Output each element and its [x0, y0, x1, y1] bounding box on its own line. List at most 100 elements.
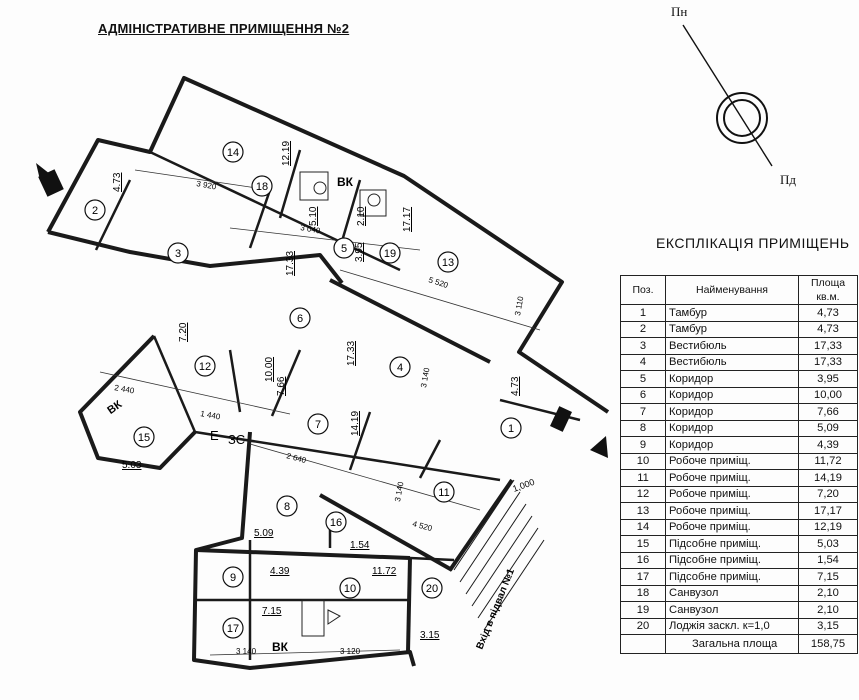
room-number: 18: [256, 181, 268, 193]
total-label: Загальна площа: [665, 634, 799, 654]
entrance-right-icon: [550, 406, 608, 458]
area-label: 7.66: [276, 376, 287, 396]
stair-width: 1,000: [511, 477, 536, 494]
row-pos: 4: [620, 353, 666, 371]
room-number: 11: [438, 487, 449, 499]
row-pos: 1: [620, 304, 666, 322]
room-marker-8: 8: [276, 495, 298, 517]
row-name: Коридор: [665, 419, 799, 437]
row-pos: 15: [620, 535, 666, 553]
room-marker-2: 2: [84, 199, 106, 221]
row-area: 17,33: [798, 353, 858, 371]
dimension-label: 3 120: [340, 647, 361, 656]
room-marker-11: 11: [433, 481, 455, 503]
area-label: 3.15: [420, 630, 440, 641]
row-pos: 10: [620, 452, 666, 470]
dimension-label: 2 640: [285, 451, 307, 465]
area-label: 7.20: [178, 322, 189, 342]
room-number: 17: [227, 623, 239, 635]
room-circle: [500, 417, 522, 439]
room-number: 1: [508, 423, 514, 435]
row-name: Санвузол: [665, 601, 799, 619]
room-circle: [251, 175, 273, 197]
room-circle: [437, 251, 459, 273]
row-area: 3,95: [798, 370, 858, 388]
row-pos: 11: [620, 469, 666, 487]
room-circle: [222, 141, 244, 163]
area-label: 14.19: [350, 411, 361, 436]
row-area: 7,66: [798, 403, 858, 421]
row-pos: 14: [620, 518, 666, 536]
room-marker-10: 10: [339, 577, 361, 599]
panel-code: ЗС: [228, 432, 245, 447]
room-marker-15: 15: [133, 426, 155, 448]
area-label: 12.19: [281, 141, 292, 166]
room-circle: [307, 413, 329, 435]
ventilation-mark-bottom: ВК: [272, 640, 289, 654]
room-circle: [222, 617, 244, 639]
row-name: Коридор: [665, 386, 799, 404]
row-name: Тамбур: [665, 304, 799, 322]
room-marker-3: 3: [167, 242, 189, 264]
stair-note: Вхід в підвал №1: [475, 567, 518, 651]
area-label: 3.95: [354, 242, 365, 262]
area-label: 2.10: [356, 206, 367, 226]
interior-walls: [94, 138, 581, 660]
row-name: Тамбур: [665, 320, 799, 338]
room-number: 12: [199, 361, 211, 373]
compass-icon: [682, 24, 773, 167]
room-marker-16: 16: [325, 511, 347, 533]
compass-north-label: Пн: [671, 4, 688, 19]
room-marker-12: 12: [194, 355, 216, 377]
area-label: 11.72: [372, 566, 397, 577]
room-circle: [339, 577, 361, 599]
explication-title: ЕКСПЛІКАЦІЯ ПРИМІЩЕНЬ: [656, 235, 850, 251]
dimension-label: 2 440: [114, 383, 136, 395]
row-pos: 2: [620, 320, 666, 338]
row-name: Робоче приміщ.: [665, 502, 799, 520]
room-number: 7: [315, 419, 321, 431]
room-marker-6: 6: [289, 307, 311, 329]
outer-walls: [46, 76, 610, 670]
row-name: Коридор: [665, 436, 799, 454]
row-pos: 8: [620, 419, 666, 437]
room-marker-17: 17: [222, 617, 244, 639]
row-name: Робоче приміщ.: [665, 518, 799, 536]
area-label: 10.00: [264, 357, 275, 382]
room-number: 8: [284, 501, 290, 513]
row-area: 14,19: [798, 469, 858, 487]
room-number: 16: [330, 517, 342, 529]
total-row: Загальна площа 158,75: [620, 634, 858, 654]
row-pos: 18: [620, 584, 666, 602]
row-area: 1,54: [798, 551, 858, 569]
room-marker-5: 5: [333, 237, 355, 259]
row-area: 17,17: [798, 502, 858, 520]
dimension-label: 3 140: [393, 481, 405, 503]
room-circle: [133, 426, 155, 448]
room-circle: [84, 199, 106, 221]
row-pos: 5: [620, 370, 666, 388]
row-area: 4,73: [798, 304, 858, 322]
row-pos: 17: [620, 568, 666, 586]
dimension-label: 1 440: [200, 409, 222, 421]
row-area: 12,19: [798, 518, 858, 536]
dimension-lines: [99, 169, 541, 656]
room-circle: [325, 511, 347, 533]
entrance-code: Е: [210, 428, 219, 443]
room-circle: [289, 307, 311, 329]
row-area: 5,03: [798, 535, 858, 553]
row-area: 2,10: [798, 601, 858, 619]
room-circle: [276, 495, 298, 517]
area-label: 5.03: [122, 460, 142, 471]
